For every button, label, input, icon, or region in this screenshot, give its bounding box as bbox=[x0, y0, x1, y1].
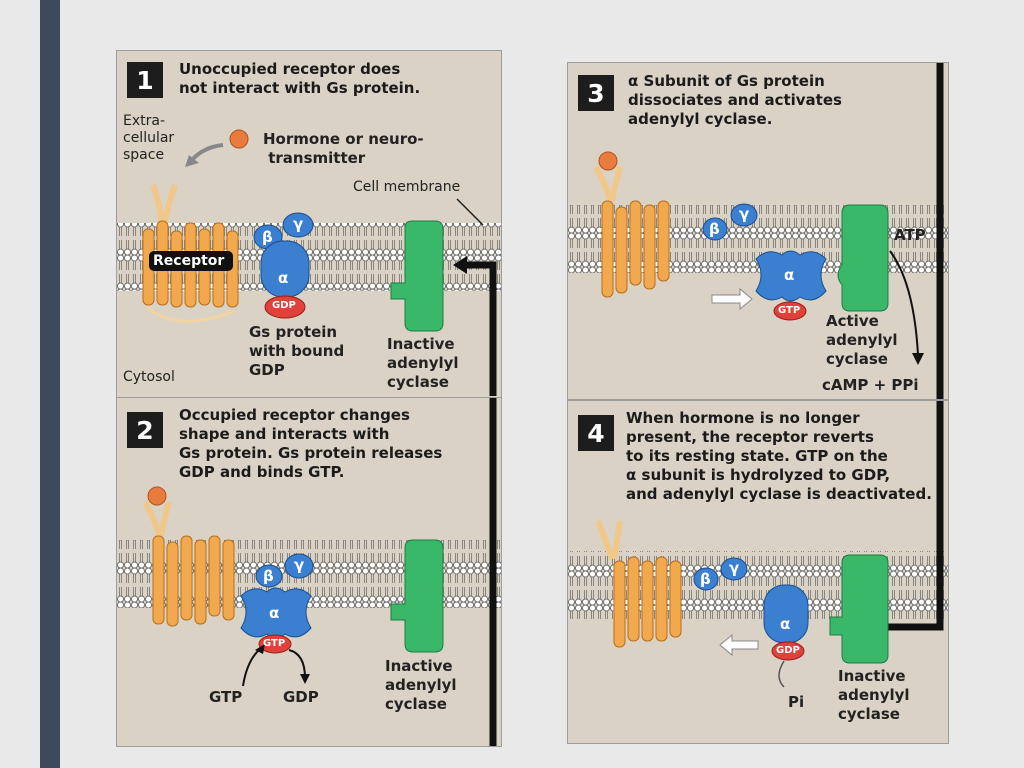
slide-side-bar bbox=[40, 0, 60, 768]
gamma-subunit bbox=[284, 553, 314, 579]
alpha-label: α bbox=[278, 269, 289, 287]
alpha-subunit bbox=[240, 587, 312, 639]
step-title: Occupied receptor changes shape and inte… bbox=[179, 406, 443, 481]
receptor-helices bbox=[142, 486, 235, 627]
panel-4-illustration bbox=[568, 401, 948, 688]
step-number: 1 bbox=[127, 62, 163, 98]
gdp-label: GDP bbox=[776, 645, 800, 656]
step-title: Unoccupied receptor does not interact wi… bbox=[179, 60, 421, 97]
adenylyl-cyclase-shape bbox=[837, 204, 889, 312]
step-number: 3 bbox=[578, 75, 614, 111]
gtp-ball bbox=[258, 634, 292, 654]
gamma-label: γ bbox=[729, 559, 740, 577]
alpha-subunit bbox=[763, 584, 809, 644]
receptor-helices bbox=[595, 519, 682, 648]
atp-label: ATP bbox=[894, 226, 926, 244]
gamma-label: γ bbox=[293, 215, 304, 233]
gtp-ball bbox=[773, 301, 807, 321]
receptor-helices bbox=[593, 151, 670, 298]
cyclase-label: Inactive adenylyl cyclase bbox=[838, 667, 910, 723]
hormone-label: Hormone or neuro- transmitter bbox=[263, 130, 424, 167]
step-title: When hormone is no longer present, the r… bbox=[626, 409, 932, 503]
beta-subunit bbox=[702, 217, 728, 241]
gdp-label: GDP bbox=[272, 300, 296, 311]
gdp-ball bbox=[771, 641, 805, 661]
alpha-label: α bbox=[784, 266, 795, 284]
beta-subunit bbox=[693, 567, 719, 591]
g-protein-caption: Gs protein with bound GDP bbox=[249, 323, 345, 379]
cell-membrane-label: Cell membrane bbox=[353, 179, 461, 195]
hormone-ball bbox=[147, 486, 167, 506]
products-label: cAMP + PPi bbox=[822, 376, 919, 394]
alpha-label: α bbox=[780, 615, 791, 633]
panel-step-2: 2 Occupied receptor changes shape and in… bbox=[116, 397, 502, 747]
cytosol-label: Cytosol bbox=[123, 369, 175, 385]
beta-label: β bbox=[709, 220, 720, 238]
adenylyl-cyclase-shape bbox=[390, 539, 444, 653]
gdp-ball bbox=[264, 295, 306, 319]
panel-1-illustration bbox=[117, 129, 501, 396]
gamma-subunit bbox=[730, 203, 758, 227]
cyclase-label: Inactive adenylyl cyclase bbox=[385, 657, 457, 713]
hormone-ball bbox=[598, 151, 618, 171]
step-title: α Subunit of Gs protein dissociates and … bbox=[628, 72, 842, 128]
panel-step-1: 1 Unoccupied receptor does not interact … bbox=[116, 50, 502, 398]
phosphate-label: Pi bbox=[788, 693, 805, 711]
gamma-label: γ bbox=[294, 556, 305, 574]
receptor-label-box bbox=[149, 251, 233, 271]
step-number: 4 bbox=[578, 415, 614, 451]
receptor-label: Receptor bbox=[153, 253, 225, 269]
panel-3-illustration bbox=[568, 63, 948, 399]
panel-2-illustration bbox=[117, 398, 501, 746]
alpha-subunit bbox=[755, 250, 827, 302]
gtp-label: GTP bbox=[778, 305, 801, 316]
alpha-label: α bbox=[269, 604, 280, 622]
panel-step-4: 4 When hormone is no longer present, the… bbox=[567, 400, 949, 744]
beta-subunit bbox=[255, 564, 283, 588]
gamma-subunit bbox=[720, 557, 748, 581]
gtp-in-label: GTP bbox=[209, 688, 243, 706]
hormone-ball bbox=[229, 129, 249, 149]
gtp-label: GTP bbox=[263, 638, 286, 649]
adenylyl-cyclase-shape bbox=[829, 554, 889, 664]
beta-label: β bbox=[262, 228, 273, 246]
beta-label: β bbox=[700, 570, 711, 588]
extracellular-label: Extra- cellular space bbox=[123, 113, 175, 163]
panel-step-3: 3 α Subunit of Gs protein dissociates an… bbox=[567, 62, 949, 400]
gdp-out-label: GDP bbox=[283, 688, 319, 706]
cyclase-label: Inactive adenylyl cyclase bbox=[387, 335, 459, 391]
step-number: 2 bbox=[127, 412, 163, 448]
gamma-label: γ bbox=[739, 205, 750, 223]
beta-label: β bbox=[263, 567, 274, 585]
cyclase-label: Active adenylyl cyclase bbox=[826, 312, 898, 368]
adenylyl-cyclase-shape bbox=[390, 220, 444, 332]
gamma-subunit bbox=[282, 212, 314, 238]
